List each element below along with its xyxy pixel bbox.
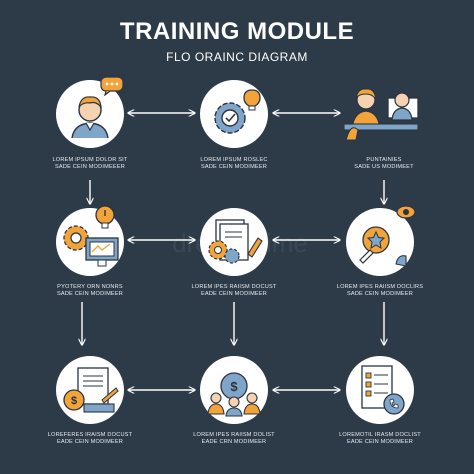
node-1-caption-line2: SADE CEIN MODIMEEER (54, 164, 125, 170)
node-4-caption-line2: SADE CEIN MODIMEER (56, 291, 124, 297)
node-3-caption-line2: SADE US MODIMEET (354, 164, 414, 170)
node-6-caption-line1: LOREM IPES RAIISM DOCLIRS (336, 284, 424, 290)
node-9 (346, 356, 414, 424)
node-2-caption: LOREM IPSUM ROSLEC SADE CEIN MODIMEER (174, 157, 294, 171)
node-8-caption: LOREM IPES RAIISM DOLIST EADE CRN MODIME… (174, 432, 294, 446)
person-chat-icon (71, 96, 109, 139)
node-3 (344, 80, 419, 148)
node-8-caption-line1: LOREM IPES RAIISM DOLIST (193, 432, 275, 438)
chat-bubble-icon (100, 76, 124, 96)
node-6 (346, 208, 414, 276)
svg-text:$: $ (230, 379, 238, 394)
documents-gears-icon (208, 219, 263, 264)
node-4-caption: PYOTERY ORN NONRS SADE CEIN MODIMEER (30, 284, 150, 298)
node-6-caption: LOREM IPES RAIISM DOCLIRS SADE CEIN MODI… (320, 284, 440, 298)
node-5-caption-line2: EADE CEIN MODIMEER (200, 291, 268, 297)
node-2-caption-line1: LOREM IPSUM ROSLEC (200, 157, 268, 163)
eye-icon (396, 205, 416, 219)
node-5-caption-line1: LOREM IPES RAIISM DOCUST (191, 284, 277, 290)
group-discussion-icon: $ (207, 372, 261, 417)
node-7-caption-line2: EADE CEIN MODIMEER (56, 439, 124, 445)
team-presentation-icon (344, 88, 419, 141)
node-7: $ (56, 356, 124, 424)
diagram-title: TRAINING MODULE (119, 18, 355, 45)
node-8-caption-line2: EADE CRN MODIMEER (201, 439, 267, 445)
documents-dollar-icon: $ (63, 367, 119, 413)
node-4-caption-line1: PYOTERY ORN NONRS (57, 284, 123, 290)
node-2 (200, 80, 268, 148)
node-7-caption-line1: LOREFERES IRAISM DOCUST (47, 432, 133, 438)
node-5 (200, 208, 268, 276)
lightbulb-icon (95, 205, 115, 229)
diagram-subtitle: FLO ORAINC DIAGRAM (166, 50, 308, 64)
checklist-phone-icon (361, 365, 405, 415)
node-3-caption-line1: PUNTAINIES (366, 157, 402, 163)
svg-text:$: $ (71, 395, 77, 407)
node-6-caption-line2: SADE CEIN MODIMEER (346, 291, 414, 297)
node-9-caption-line2: EADE CEIN MODIMEER (346, 439, 414, 445)
gear-lightbulb-icon (214, 89, 261, 134)
node-8: $ (200, 356, 268, 424)
node-1-caption: LOREM IPSUM DOLOR SIT SADE CEIN MODIMEEE… (30, 157, 150, 171)
node-7-caption: LOREFERES IRAISM DOCUST EADE CEIN MODIME… (30, 432, 150, 446)
node-9-caption-line1: LOREMOTIL IRASM DOCLIST (339, 432, 421, 438)
node-5-caption: LOREM IPES RAIISM DOCUST EADE CEIN MODIM… (174, 284, 294, 298)
gears-computer-icon (63, 225, 119, 267)
node-2-caption-line2: SADE CEIN MODIMEER (200, 164, 268, 170)
node-1-caption-line1: LOREM IPSUM DOLOR SIT (52, 157, 128, 163)
node-9-caption: LOREMOTIL IRASM DOCLIST EADE CEIN MODIME… (320, 432, 440, 446)
node-1 (56, 80, 124, 148)
node-3-caption: PUNTAINIES SADE US MODIMEET (324, 157, 444, 171)
idea-badge-icon (359, 226, 407, 267)
